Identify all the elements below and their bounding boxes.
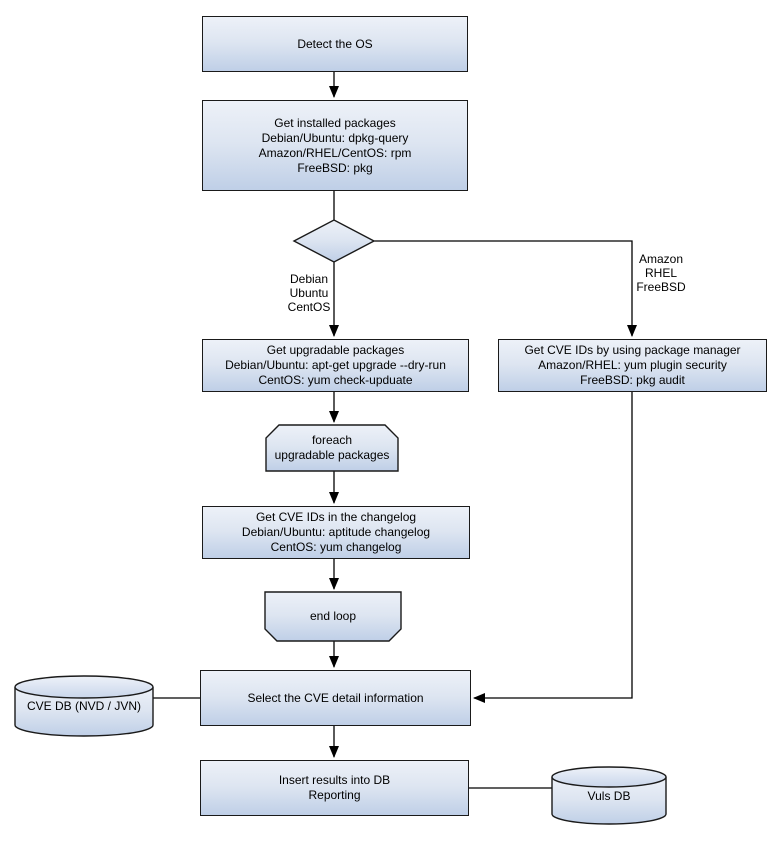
end-loop-shape <box>264 591 402 642</box>
connector-lines <box>153 72 637 789</box>
node-get-installed-packages: Get installed packages Debian/Ubuntu: dp… <box>202 100 468 191</box>
branch-label-debian-ubuntu-centos: Debian Ubuntu CentOS <box>287 272 331 314</box>
node-get-cve-ids-package-manager: Get CVE IDs by using package manager Ama… <box>498 339 767 392</box>
decision-diamond-os-branch <box>292 219 376 263</box>
foreach-loop-shape <box>265 424 399 472</box>
node-select-cve-detail: Select the CVE detail information <box>200 670 471 726</box>
edge-pkg-manager-to-select <box>473 392 633 703</box>
node-insert-results-reporting: Insert results into DB Reporting <box>200 760 469 816</box>
node-detect-os: Detect the OS <box>202 16 468 72</box>
node-get-upgradable-packages: Get upgradable packages Debian/Ubuntu: a… <box>202 339 469 392</box>
vuls-db-cylinder <box>551 766 667 825</box>
edge-decision-to-pkg-manager <box>374 240 637 337</box>
branch-label-amazon-rhel-freebsd: Amazon RHEL FreeBSD <box>636 252 686 294</box>
node-get-cve-ids-changelog: Get CVE IDs in the changelog Debian/Ubun… <box>202 506 470 559</box>
cve-db-cylinder <box>14 675 154 737</box>
